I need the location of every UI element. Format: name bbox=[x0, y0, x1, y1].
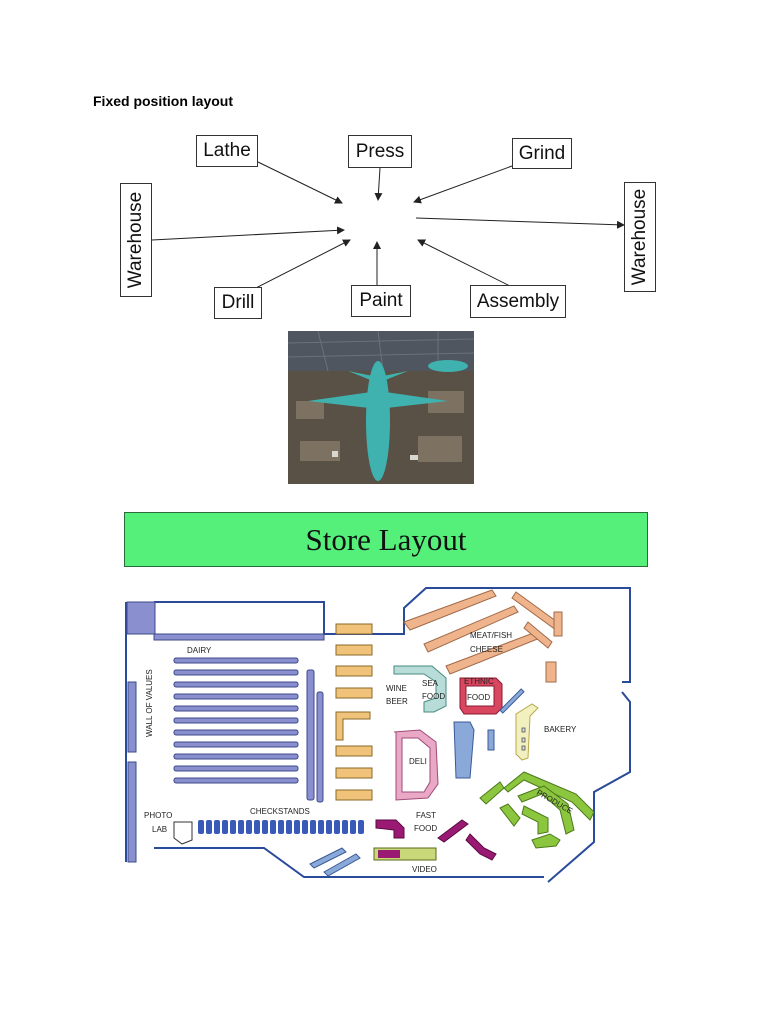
wine-label: WINE bbox=[386, 684, 407, 693]
photo-label: PHOTO bbox=[144, 811, 172, 820]
beer-label: BEER bbox=[386, 697, 408, 706]
meat-fish-label: MEAT/FISH bbox=[470, 631, 512, 640]
video-counter bbox=[374, 848, 436, 860]
bakery-counter bbox=[516, 704, 538, 760]
checkstand-row bbox=[198, 820, 364, 834]
wall-of-values-label: WALL OF VALUES bbox=[145, 669, 154, 737]
arrow-assembly bbox=[418, 240, 512, 287]
bakery-label: BAKERY bbox=[544, 725, 577, 734]
lab-label: LAB bbox=[152, 825, 167, 834]
ethnic-food-label: FOOD bbox=[467, 693, 490, 702]
station-assembly: Assembly bbox=[470, 285, 566, 318]
dairy-aisles bbox=[174, 658, 323, 802]
produce-tables bbox=[480, 772, 594, 848]
station-drill: Drill bbox=[214, 287, 262, 319]
video-label: VIDEO bbox=[412, 865, 437, 874]
deli-label: DELI bbox=[409, 757, 427, 766]
arrow-warehouse-left bbox=[152, 230, 344, 240]
aircraft-assembly-photo bbox=[288, 331, 474, 484]
arrow-lathe bbox=[258, 162, 342, 203]
dairy-label: DAIRY bbox=[187, 646, 212, 655]
arrow-press bbox=[378, 168, 380, 200]
seafood-food-label: FOOD bbox=[422, 692, 445, 701]
station-warehouse-right: Warehouse bbox=[624, 182, 656, 292]
station-press: Press bbox=[348, 135, 412, 168]
video-racks bbox=[310, 848, 360, 876]
station-warehouse-left: Warehouse bbox=[120, 183, 152, 297]
cheese-label: CHEESE bbox=[470, 645, 503, 654]
store-layout-banner: Store Layout bbox=[124, 512, 648, 567]
checkstands-label: CHECKSTANDS bbox=[250, 807, 310, 816]
fast-label: FAST bbox=[416, 811, 436, 820]
store-layout-title: Store Layout bbox=[306, 522, 467, 558]
fast-food-label: FOOD bbox=[414, 824, 437, 833]
arrow-drill bbox=[252, 240, 350, 290]
arrow-warehouse-right bbox=[416, 218, 624, 225]
arrow-grind bbox=[414, 166, 512, 202]
seafood-label: SEA bbox=[422, 679, 439, 688]
photo-lab-counter bbox=[174, 822, 192, 844]
station-lathe: Lathe bbox=[196, 135, 258, 167]
station-paint: Paint bbox=[351, 285, 411, 317]
store-floor-plan: WALL OF VALUES DAIRY WINE BEER bbox=[124, 582, 648, 888]
ethnic-label: ETHNIC bbox=[464, 677, 494, 686]
wine-beer-shelves bbox=[336, 624, 372, 800]
station-grind: Grind bbox=[512, 138, 572, 169]
